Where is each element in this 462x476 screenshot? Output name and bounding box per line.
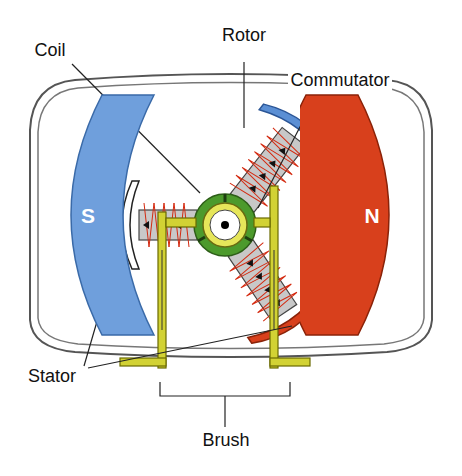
commutator [194, 194, 256, 256]
magnet-shape [300, 92, 404, 338]
magnet-pole: N [300, 92, 404, 338]
magnet-shape [56, 92, 160, 338]
pole-letter: S [81, 205, 95, 226]
housing-inner [38, 83, 424, 349]
part-label: Rotor [220, 26, 268, 46]
pole-letter: N [364, 205, 379, 226]
part-label: Brush [200, 431, 251, 451]
part-label: Commutator [288, 71, 391, 91]
leader-lines [72, 62, 316, 427]
part-label: Coil [32, 41, 67, 61]
brushes [120, 186, 310, 368]
part-label: Stator [26, 367, 78, 387]
housing [30, 74, 432, 357]
magnet-pole: S [56, 92, 160, 338]
